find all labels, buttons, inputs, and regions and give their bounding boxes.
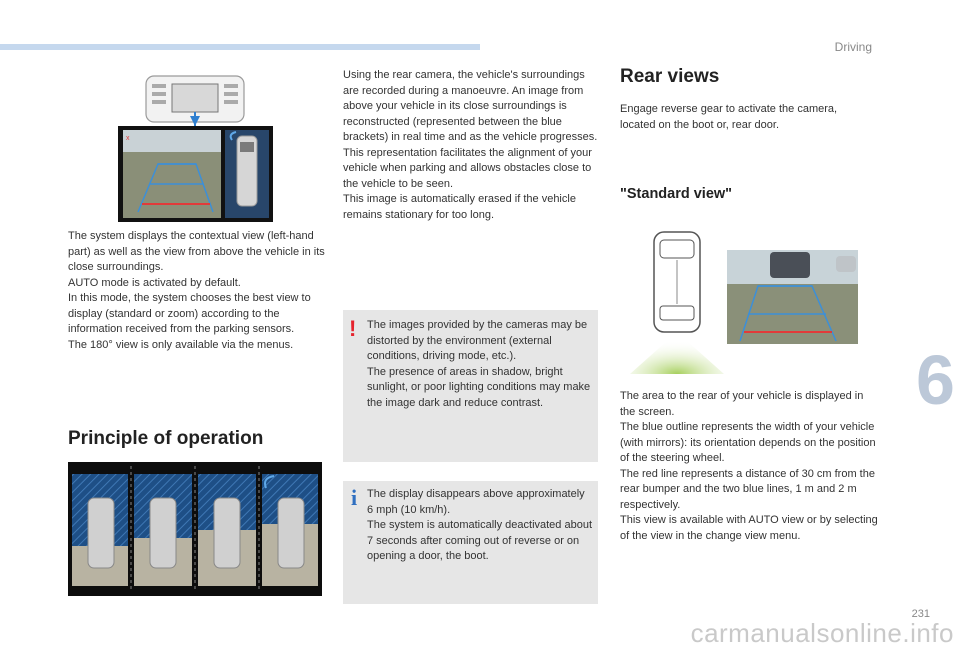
page-number: 231 bbox=[911, 608, 930, 620]
warning-text: The images provided by the cameras may b… bbox=[367, 319, 591, 409]
warning-note: ! The images provided by the cameras may… bbox=[343, 310, 598, 462]
principle-heading: Principle of operation bbox=[68, 428, 264, 449]
section-title: Driving bbox=[834, 40, 872, 54]
chapter-number: 6 bbox=[916, 341, 955, 419]
rear-views-text: Engage reverse gear to activate the came… bbox=[620, 103, 838, 131]
contextual-view-illustration: x bbox=[118, 72, 273, 222]
info-text: The display disappears above approximate… bbox=[367, 488, 593, 562]
watermark: carmanualsonline.info bbox=[690, 618, 954, 648]
warning-icon: ! bbox=[349, 316, 357, 341]
standard-view-illustration bbox=[630, 226, 860, 374]
contextual-view-text: The system displays the contextual view … bbox=[68, 230, 325, 351]
standard-view-text: The area to the rear of your vehicle is … bbox=[620, 390, 878, 542]
svg-text:x: x bbox=[126, 135, 130, 142]
top-view-sequence-illustration bbox=[68, 462, 322, 596]
rear-views-heading: Rear views bbox=[620, 66, 720, 87]
standard-view-heading: "Standard view" bbox=[620, 186, 733, 202]
rear-camera-text: Using the rear camera, the vehicle's sur… bbox=[343, 69, 598, 221]
info-icon: i bbox=[351, 485, 358, 510]
info-note: i The display disappears above approxima… bbox=[343, 481, 598, 604]
header-accent-bar bbox=[0, 44, 480, 50]
